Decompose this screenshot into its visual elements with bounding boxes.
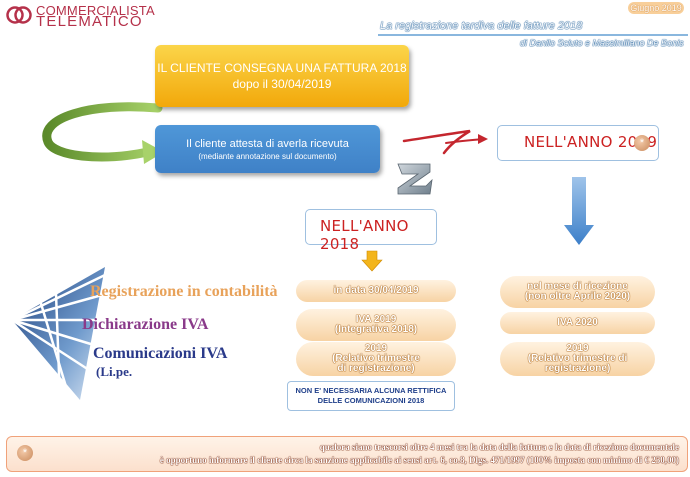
attest-line-2: (mediante annotazione sul documento) xyxy=(198,151,337,161)
blue-down-arrow-icon xyxy=(564,177,594,245)
iva-2019-pill: IVA 2020 xyxy=(500,312,655,334)
date-badge: Giugno 2019 xyxy=(628,2,684,14)
iva-2018-line-2: (Integrativa 2018) xyxy=(334,324,418,335)
attest-line-1: Il cliente attesta di averla ricevuta xyxy=(186,137,349,150)
com-2018-line-1: 2019 xyxy=(364,343,388,354)
title-underline xyxy=(378,34,688,36)
asterisk-icon: * xyxy=(634,135,650,151)
reg-2019-line-2: (non oltre Aprile 2020) xyxy=(524,291,631,302)
iva-2019-text: IVA 2020 xyxy=(557,317,598,328)
start-line-1: IL CLIENTE CONSEGNA UNA FATTURA 2018 xyxy=(157,61,407,75)
iva-2018-pill: IVA 2019 (Integrativa 2018) xyxy=(296,309,456,341)
comunicazioni-sub-label: (Li.pe. xyxy=(96,364,133,379)
red-squiggle-arrow-icon xyxy=(402,129,488,155)
logo-text-top: COMMERCIALISTA xyxy=(36,3,155,18)
com-2018-line-2: (Relativo trimestre xyxy=(332,353,420,364)
com-2018-line-3: di registrazione) xyxy=(337,363,415,374)
logo-icon xyxy=(6,6,32,24)
com-2019-pill: 2019 (Relativo trimestre di registrazion… xyxy=(500,342,655,376)
page-title: La registrazione tardiva delle fatture 2… xyxy=(380,20,583,32)
z-arrow-icon xyxy=(397,163,433,195)
logo-text-bottom: TELEMATICO xyxy=(36,13,143,30)
orange-down-arrow-icon xyxy=(361,250,383,272)
reg-2019-line-1: nel mese di ricezione xyxy=(527,281,628,292)
triangle-graphic xyxy=(11,266,106,401)
iva-2018-line-1: IVA 2019 xyxy=(355,314,397,325)
start-line-2: dopo il 30/04/2019 xyxy=(232,77,332,91)
com-2019-line-3: registrazione) xyxy=(544,363,611,374)
year-2018-label: NELL'ANNO 2018 xyxy=(320,217,409,253)
footer-line-2: è opportuno informare il cliente circa l… xyxy=(159,455,679,465)
com-2019-line-2: (Relativo trimestre di xyxy=(527,353,628,364)
reg-2018-pill: in data 30/04/2019 xyxy=(296,280,456,302)
note-line-1: NON E' NECESSARIA ALCUNA RETTIFICA xyxy=(295,386,447,395)
year-2019-box: NELL'ANNO 2019 * xyxy=(497,125,659,161)
note-line-2: DELLE COMUNICAZIONI 2018 xyxy=(317,396,425,405)
reg-2018-text: in data 30/04/2019 xyxy=(333,285,419,296)
curved-green-arrow-icon xyxy=(42,102,164,164)
author-line: di Danilo Sciuto e Massimiliano De Bonis xyxy=(520,38,684,48)
footer-line-1: qualora siano trascorsi oltre 4 mesi tra… xyxy=(319,442,679,452)
year-2019-label: NELL'ANNO 2019 xyxy=(524,133,658,151)
dichiarazione-label: Dichiarazione IVA xyxy=(82,316,209,333)
note-box: NON E' NECESSARIA ALCUNA RETTIFICA DELLE… xyxy=(287,381,455,411)
start-box: IL CLIENTE CONSEGNA UNA FATTURA 2018 dop… xyxy=(155,45,409,107)
com-2019-line-1: 2019 xyxy=(566,343,589,354)
com-2018-pill: 2019 (Relativo trimestre di registrazion… xyxy=(296,342,456,376)
attest-box: Il cliente attesta di averla ricevuta (m… xyxy=(155,125,380,173)
comunicazioni-label: Comunicazioni IVA xyxy=(93,345,228,362)
footer-asterisk-icon: * xyxy=(17,445,33,461)
year-2018-box: NELL'ANNO 2018 xyxy=(305,209,437,253)
footer-box: * qualora siano trascorsi oltre 4 mesi t… xyxy=(6,436,688,472)
registrazione-label: Registrazione in contabilità xyxy=(90,283,278,300)
reg-2019-pill: nel mese di ricezione (non oltre Aprile … xyxy=(500,276,655,308)
